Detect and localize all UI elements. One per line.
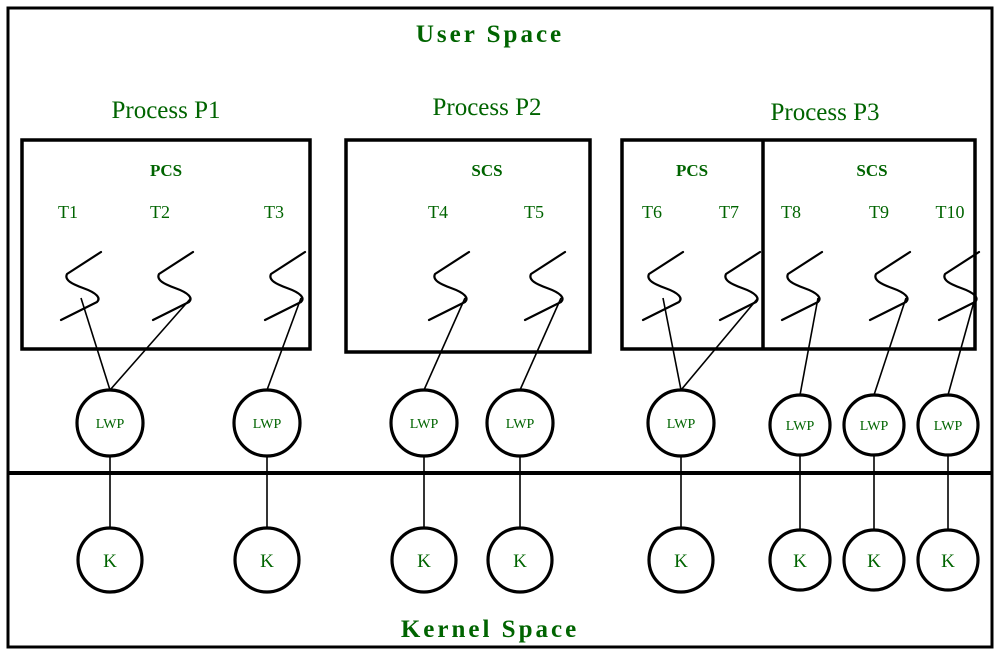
thread-label-t8: T8 bbox=[781, 202, 801, 222]
lwp-circle-7[interactable] bbox=[916, 393, 980, 457]
thread-to-lwp-link-t5 bbox=[519, 297, 562, 391]
lwp-label-6: LWP bbox=[860, 419, 889, 434]
kernel-node-2[interactable]: K bbox=[390, 526, 458, 594]
kernel-node-5[interactable]: K bbox=[768, 528, 832, 592]
scope-label-p3-scs: SCS bbox=[856, 161, 887, 180]
lwp-label-2: LWP bbox=[410, 417, 439, 432]
kernel-label-5: K bbox=[793, 551, 807, 572]
process-title-p3: Process P3 bbox=[770, 99, 879, 126]
thread-squiggle-t4 bbox=[427, 250, 471, 322]
lwp-node-1[interactable]: LWP bbox=[232, 388, 302, 458]
lwp-label-5: LWP bbox=[786, 419, 815, 434]
thread-to-lwp-link-t6 bbox=[662, 297, 682, 391]
lwp-node-6[interactable]: LWP bbox=[842, 393, 906, 457]
lwp-node-7[interactable]: LWP bbox=[916, 393, 980, 457]
kernel-node-4[interactable]: K bbox=[647, 526, 715, 594]
thread-label-t5: T5 bbox=[524, 202, 544, 222]
kernel-circle-1[interactable] bbox=[233, 526, 301, 594]
kernel-label-4: K bbox=[674, 551, 688, 572]
thread-label-t4: T4 bbox=[428, 202, 448, 222]
kernel-circle-2[interactable] bbox=[390, 526, 458, 594]
lwp-label-4: LWP bbox=[667, 417, 696, 432]
thread-label-t3: T3 bbox=[264, 202, 284, 222]
thread-squiggle-t9 bbox=[868, 250, 912, 322]
kernel-circle-0[interactable] bbox=[76, 526, 144, 594]
kernel-label-1: K bbox=[260, 551, 274, 572]
process-title-p1: Process P1 bbox=[111, 97, 220, 124]
process-box-p2 bbox=[344, 138, 592, 354]
lwp-node-3[interactable]: LWP bbox=[485, 388, 555, 458]
thread-label-t7: T7 bbox=[719, 202, 739, 222]
kernel-node-0[interactable]: K bbox=[76, 526, 144, 594]
kernel-label-0: K bbox=[103, 551, 117, 572]
process-p3: Process P3 PCS SCS T6 T7 T8 T9 T10 bbox=[620, 99, 981, 351]
lwp-node-2[interactable]: LWP bbox=[389, 388, 459, 458]
thread-label-t2: T2 bbox=[150, 202, 170, 222]
lwp-circle-0[interactable] bbox=[75, 388, 145, 458]
lwp-circle-3[interactable] bbox=[485, 388, 555, 458]
lwp-circle-6[interactable] bbox=[842, 393, 906, 457]
lwp-circle-1[interactable] bbox=[232, 388, 302, 458]
kernel-space-title: Kernel Space bbox=[401, 616, 579, 643]
lwp-kernel-links bbox=[109, 455, 949, 530]
lwp-circle-2[interactable] bbox=[389, 388, 459, 458]
lwp-label-3: LWP bbox=[506, 417, 535, 432]
thread-to-lwp-link-t2 bbox=[109, 297, 192, 391]
lwp-nodes: LWP LWP LWP LWP LWP LWP LWP LWP bbox=[75, 388, 980, 458]
kernel-node-6[interactable]: K bbox=[842, 528, 906, 592]
thread-lwp-links bbox=[80, 297, 976, 396]
thread-label-t10: T10 bbox=[936, 202, 965, 222]
thread-squiggle-t6 bbox=[641, 250, 685, 322]
thread-to-lwp-link-t4 bbox=[423, 297, 466, 391]
process-title-p2: Process P2 bbox=[432, 94, 541, 121]
thread-squiggle-t5 bbox=[523, 250, 567, 322]
thread-label-t1: T1 bbox=[58, 202, 78, 222]
kernel-label-7: K bbox=[941, 551, 955, 572]
kernel-circle-3[interactable] bbox=[486, 526, 554, 594]
scope-label-p3-pcs: PCS bbox=[676, 161, 708, 180]
thread-to-lwp-link-t7 bbox=[680, 297, 759, 391]
thread-to-lwp-link-t8 bbox=[799, 297, 819, 396]
kernel-label-6: K bbox=[867, 551, 881, 572]
kernel-node-1[interactable]: K bbox=[233, 526, 301, 594]
lwp-label-7: LWP bbox=[934, 419, 963, 434]
kernel-label-2: K bbox=[417, 551, 431, 572]
user-space-title: User Space bbox=[416, 21, 564, 48]
kernel-circle-4[interactable] bbox=[647, 526, 715, 594]
thread-to-lwp-link-t1 bbox=[80, 297, 111, 391]
kernel-circle-5[interactable] bbox=[768, 528, 832, 592]
thread-label-t6: T6 bbox=[642, 202, 662, 222]
process-p2: Process P2 SCS T4 T5 bbox=[344, 94, 592, 354]
kernel-node-7[interactable]: K bbox=[916, 528, 980, 592]
lwp-node-5[interactable]: LWP bbox=[768, 393, 832, 457]
scope-label-p1-pcs: PCS bbox=[150, 161, 182, 180]
thread-squiggle-t8 bbox=[780, 250, 824, 322]
thread-to-lwp-link-t10 bbox=[947, 297, 976, 396]
kernel-label-3: K bbox=[513, 551, 527, 572]
scope-label-p2-scs: SCS bbox=[471, 161, 502, 180]
kernel-circle-6[interactable] bbox=[842, 528, 906, 592]
lwp-node-4[interactable]: LWP bbox=[646, 388, 716, 458]
process-box-p1 bbox=[20, 138, 312, 351]
thread-to-lwp-link-t3 bbox=[266, 297, 302, 391]
lwp-label-1: LWP bbox=[253, 417, 282, 432]
process-box-p3 bbox=[620, 138, 977, 351]
thread-squiggle-t3 bbox=[263, 250, 307, 322]
lwp-circle-5[interactable] bbox=[768, 393, 832, 457]
process-p1: Process P1 PCS T1 T2 T3 bbox=[20, 97, 312, 351]
lwp-circle-4[interactable] bbox=[646, 388, 716, 458]
lwp-node-0[interactable]: LWP bbox=[75, 388, 145, 458]
lwp-label-0: LWP bbox=[96, 417, 125, 432]
thread-squiggle-t10 bbox=[937, 250, 981, 322]
thread-to-lwp-link-t9 bbox=[873, 297, 907, 396]
kernel-node-3[interactable]: K bbox=[486, 526, 554, 594]
thread-label-t9: T9 bbox=[869, 202, 889, 222]
thread-squiggle-t1 bbox=[59, 250, 103, 322]
kernel-circle-7[interactable] bbox=[916, 528, 980, 592]
